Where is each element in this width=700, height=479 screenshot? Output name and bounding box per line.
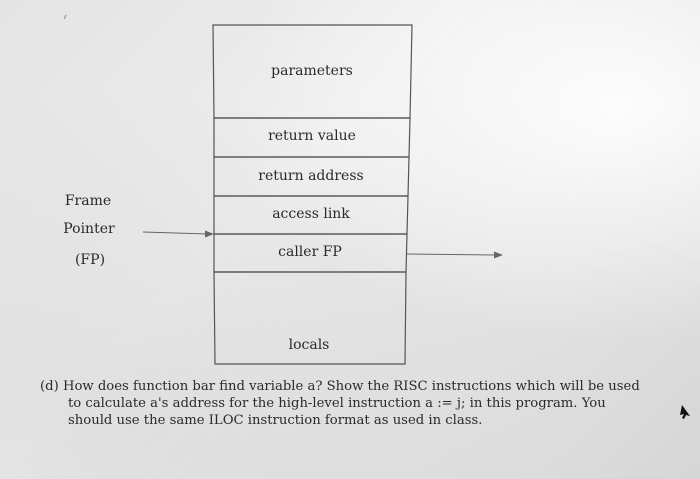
return-address-label: return address bbox=[258, 168, 364, 184]
parameters-label: parameters bbox=[271, 63, 353, 79]
question-d: (d) How does function bar find variable … bbox=[40, 378, 650, 429]
frame-pointer-label-pointer: Pointer bbox=[63, 221, 115, 237]
caller-fp-label: caller FP bbox=[278, 244, 342, 260]
frame-pointer-label-frame: Frame bbox=[64, 193, 112, 209]
question-text-1: How does function bar find variable a? S… bbox=[62, 379, 640, 394]
question-label: (d) bbox=[40, 379, 59, 394]
caller-fp-arrow bbox=[406, 251, 503, 259]
access-link-label: access link bbox=[272, 206, 350, 222]
frame-pointer-label-fp: (FP) bbox=[74, 252, 106, 268]
locals-label: locals bbox=[288, 337, 330, 353]
locals-cell bbox=[213, 271, 407, 365]
question-line-2: to calculate a's address for the high-le… bbox=[68, 396, 606, 411]
question-line-3: should use the same ILOC instruction for… bbox=[68, 413, 483, 428]
return-value-label: return value bbox=[268, 128, 356, 144]
question-line-1: (d) How does function bar find variable … bbox=[40, 378, 650, 395]
frame-pointer-arrow bbox=[142, 230, 214, 238]
mouse-cursor-icon bbox=[680, 405, 690, 419]
